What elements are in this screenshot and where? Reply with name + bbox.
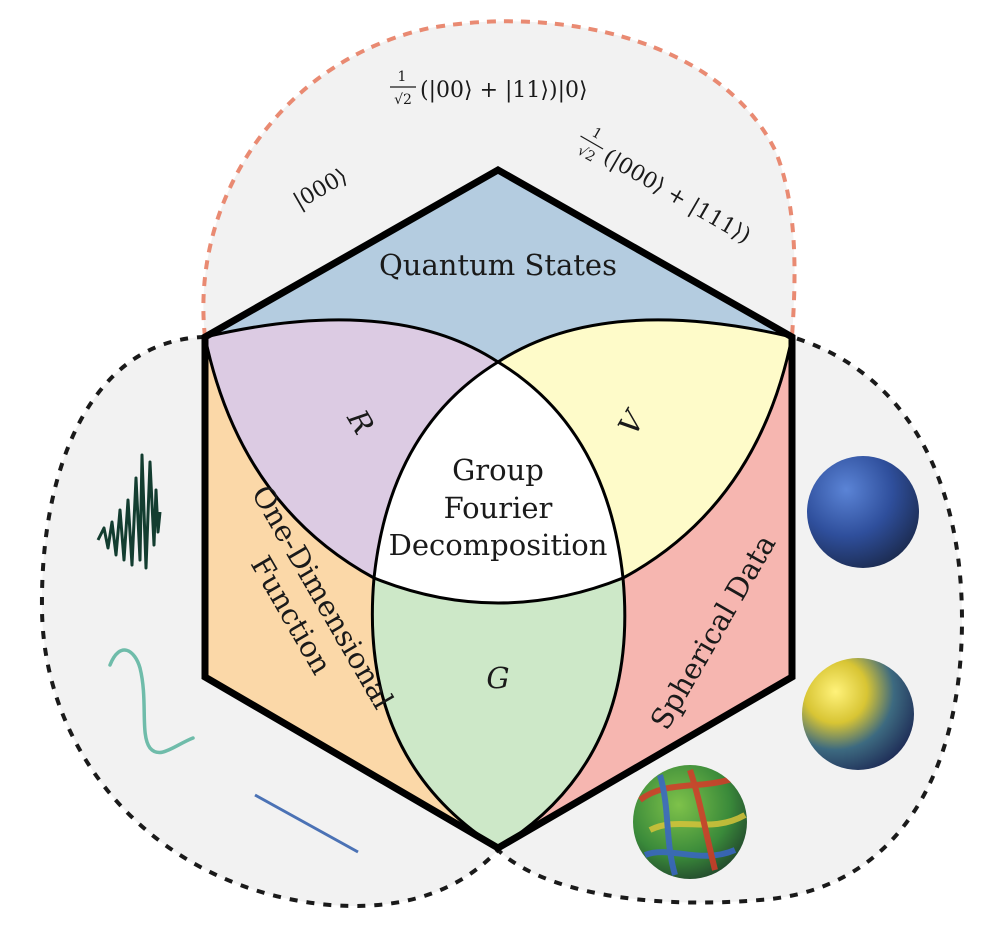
textured-sphere-icon bbox=[633, 765, 747, 879]
circle-arc-a bbox=[203, 336, 794, 605]
lens-r-region bbox=[205, 319, 498, 578]
circle-arc-c bbox=[370, 318, 793, 850]
hexagon-outline bbox=[201, 165, 796, 853]
center-label-group: Group bbox=[452, 453, 544, 487]
center-label-decomposition: Decomposition bbox=[389, 528, 608, 562]
bell-coefficient-numerator: 1 bbox=[398, 69, 407, 85]
smooth-wave-icon bbox=[108, 648, 195, 755]
center-region bbox=[374, 362, 623, 603]
bell-coefficient-denominator: √2 bbox=[394, 92, 412, 108]
circle-arc-b bbox=[204, 318, 627, 850]
ghz-coefficient-denominator: √2 bbox=[574, 143, 597, 166]
bell-state: (|00⟩ + |11⟩)|0⟩ bbox=[420, 78, 588, 103]
bell-state-expression: 1 √2 (|00⟩ + |11⟩)|0⟩ bbox=[390, 69, 588, 108]
lens-g-region bbox=[372, 578, 625, 848]
lens-g-label: G bbox=[486, 661, 509, 695]
noisy-wave-icon bbox=[96, 453, 162, 570]
lens-v-region bbox=[498, 319, 792, 578]
yellow-blue-sphere-icon bbox=[802, 658, 914, 770]
center-label-fourier: Fourier bbox=[444, 491, 553, 525]
straight-line-icon bbox=[254, 793, 359, 854]
quantum-states-label: Quantum States bbox=[379, 248, 617, 282]
blue-sphere-icon bbox=[807, 456, 919, 568]
